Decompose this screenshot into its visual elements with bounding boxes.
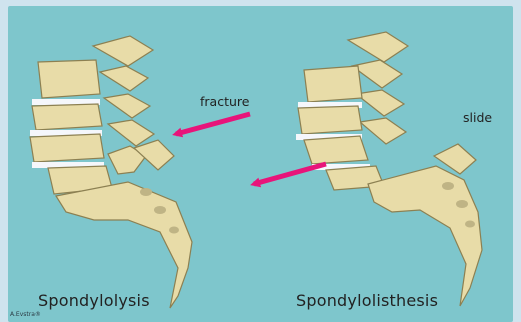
left-spine bbox=[30, 36, 192, 308]
artist-credit: A.Evstra® bbox=[10, 311, 41, 318]
slide-label: slide bbox=[463, 110, 492, 125]
caption-spondylolysis: Spondylolysis bbox=[38, 291, 150, 310]
fracture-label: fracture bbox=[200, 94, 249, 109]
illustration-panel: fracture slide Spondylolysis Spondylolis… bbox=[8, 6, 513, 322]
caption-spondylolisthesis: Spondylolisthesis bbox=[296, 291, 438, 310]
fracture-arrow bbox=[176, 114, 250, 134]
slide-arrow bbox=[254, 164, 326, 184]
spine-illustration bbox=[8, 6, 513, 322]
right-spine bbox=[296, 32, 482, 306]
